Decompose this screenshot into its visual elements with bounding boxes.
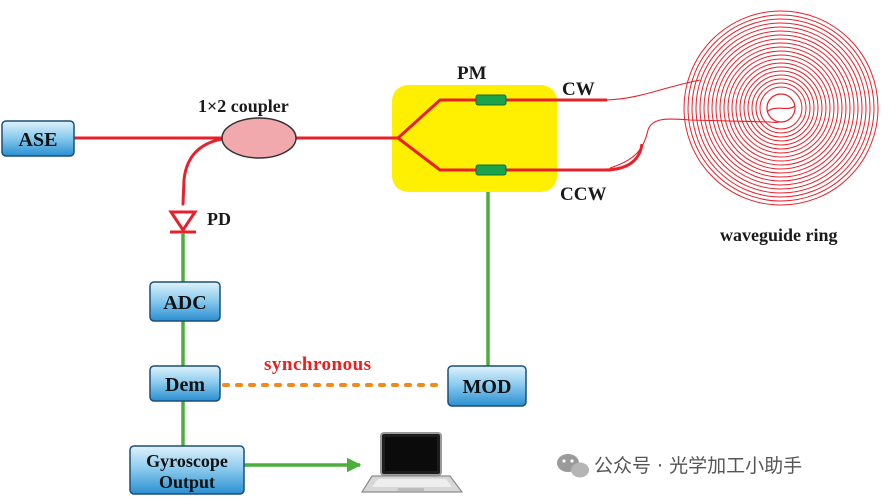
ccw-label: CCW: [560, 184, 606, 205]
coupler-ellipse: [221, 117, 297, 159]
ase-box: ASE: [1, 120, 75, 157]
spiral-turn: [755, 82, 807, 134]
spiral-turn: [711, 38, 851, 178]
spiral-turn: [707, 34, 855, 182]
dem-label: Dem: [165, 374, 205, 396]
spiral-turn: [715, 42, 847, 174]
spiral-turn: [695, 22, 867, 194]
ase-label: ASE: [19, 129, 58, 151]
synchronous-label: synchronous: [264, 354, 372, 375]
spiral-turn: [699, 26, 863, 190]
spiral-turn: [703, 30, 859, 186]
mod-label: MOD: [463, 376, 512, 398]
cw-label: CW: [562, 79, 595, 100]
phase-pad-bottom: [475, 164, 507, 176]
spiral-turn: [727, 54, 835, 162]
spiral-turn: [683, 10, 879, 206]
gyroscope-output-box: Gyroscope Output: [129, 445, 245, 495]
spiral-crossover: [766, 105, 796, 113]
signal-lines: [181, 192, 490, 473]
gyro-label-line1: Gyroscope: [146, 451, 228, 471]
wechat-icon: [557, 454, 589, 478]
pd-label: PD: [207, 209, 231, 229]
phase-pad-top: [475, 94, 507, 106]
photodiode-icon: [168, 210, 198, 234]
spiral-turn: [719, 46, 843, 170]
spiral-turn: [747, 74, 815, 142]
adc-box: ADC: [149, 281, 221, 322]
dem-box: Dem: [149, 365, 221, 402]
spiral-turn: [731, 58, 831, 158]
adc-label: ADC: [163, 292, 206, 314]
gyro-label-line2: Output: [159, 472, 215, 492]
mod-box: MOD: [447, 365, 527, 407]
spiral-turn: [743, 70, 819, 146]
spiral-turn: [751, 78, 811, 138]
spiral-turn: [759, 86, 803, 130]
watermark-text: 公众号 · 光学加工小助手: [594, 455, 802, 477]
pm-label: PM: [457, 63, 487, 84]
spiral-turn: [723, 50, 839, 166]
watermark: 公众号 · 光学加工小助手: [557, 454, 802, 478]
spiral-turn: [691, 18, 871, 198]
laptop-icon: [360, 432, 464, 493]
spiral-turn: [739, 66, 823, 150]
coupler-label: 1×2 coupler: [198, 96, 289, 116]
spiral-turn: [735, 62, 827, 154]
ccw-fiber-bend: [603, 143, 644, 172]
waveguide-spiral: [683, 10, 879, 206]
spiral-turn: [687, 14, 875, 202]
waveguide-ring-label: waveguide ring: [720, 225, 838, 245]
fiber-path: [72, 98, 612, 206]
